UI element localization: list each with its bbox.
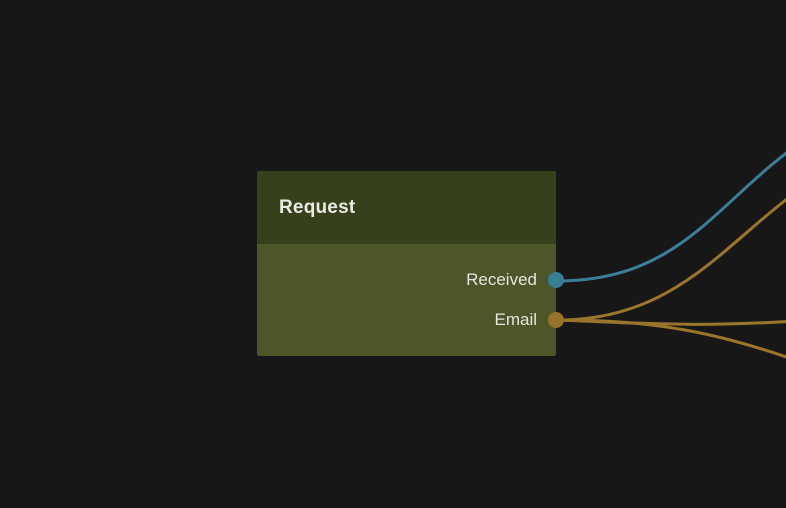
output-label-email: Email xyxy=(494,310,537,329)
output-row-email: Email xyxy=(257,300,564,340)
output-port-list: Received Email xyxy=(257,244,564,340)
node-request-header[interactable]: Request xyxy=(257,171,556,244)
node-request[interactable]: Request Received Email xyxy=(257,171,564,356)
output-row-received: Received xyxy=(257,260,564,300)
received-output-port[interactable] xyxy=(548,272,564,288)
node-title: Request xyxy=(279,196,356,218)
email-output-port[interactable] xyxy=(548,312,564,328)
output-label-received: Received xyxy=(466,270,537,289)
wire-received-1[interactable] xyxy=(555,130,786,283)
wire-email-4[interactable] xyxy=(555,318,786,373)
wire-email-2[interactable] xyxy=(555,160,786,322)
node-request-body: Received Email xyxy=(257,244,564,356)
